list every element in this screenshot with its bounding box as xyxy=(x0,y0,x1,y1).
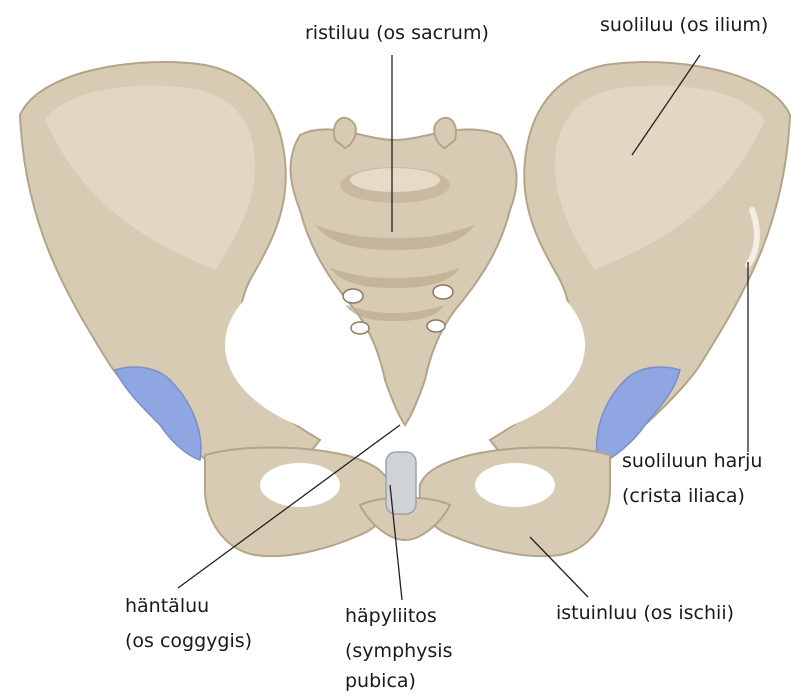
label-crest-line1: suoliluun harju xyxy=(622,448,762,474)
label-symphysis-line1: häpyliitos xyxy=(345,603,437,629)
left-obturator xyxy=(260,463,340,507)
label-coccyx-line2: (os coggygis) xyxy=(125,628,252,654)
sacral-foramen xyxy=(343,289,363,303)
label-sacrum: ristiluu (os sacrum) xyxy=(305,20,489,46)
label-crest-line2: (crista iliaca) xyxy=(622,483,745,509)
label-ilium: suoliluu (os ilium) xyxy=(600,12,768,38)
label-coccyx-line1: häntäluu xyxy=(125,593,209,619)
sacrum-base-top xyxy=(350,168,440,192)
sacral-foramen xyxy=(433,285,453,299)
label-symphysis-line3: pubica) xyxy=(345,668,416,694)
label-symphysis-line2: (symphysis xyxy=(345,638,453,664)
right-obturator xyxy=(475,463,555,507)
sacral-foramen xyxy=(427,320,445,332)
label-ischium: istuinluu (os ischii) xyxy=(556,600,734,626)
sacral-foramen xyxy=(351,322,369,334)
pubic-symphysis xyxy=(386,452,416,514)
